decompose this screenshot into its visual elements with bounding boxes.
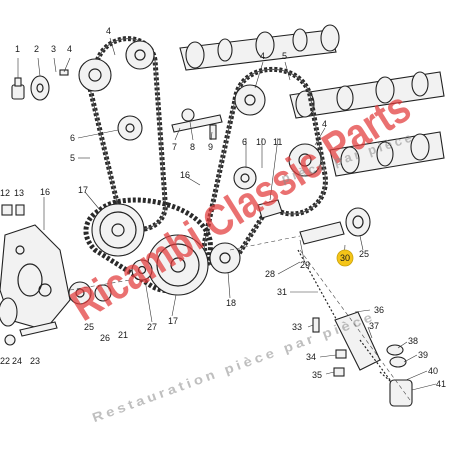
callout-37: 37 <box>369 321 379 331</box>
seal-part-22 <box>0 297 18 327</box>
ring-part-39 <box>389 356 407 368</box>
nut-part-35 <box>333 367 345 377</box>
callout-4-far-right: 4 <box>322 119 327 129</box>
washer-part-24 <box>4 334 16 346</box>
callout-34: 34 <box>306 352 316 362</box>
stud-part-23 <box>19 321 58 337</box>
lower-camshaft <box>329 131 445 177</box>
callout-7: 7 <box>172 142 177 152</box>
sprocket-upper-left-2 <box>125 40 155 70</box>
sprocket-upper-right <box>234 84 266 116</box>
callout-39: 39 <box>418 350 428 360</box>
large-gear-center <box>147 234 209 296</box>
callout-33: 33 <box>292 322 302 332</box>
cap-part-41 <box>389 379 413 407</box>
callout-6-right: 6 <box>242 137 247 147</box>
callout-8: 8 <box>190 142 195 152</box>
engine-cover-housing <box>0 224 71 331</box>
callout-17: 17 <box>78 185 88 195</box>
callout-9: 9 <box>208 142 213 152</box>
callout-3: 3 <box>51 44 56 54</box>
callout-25-right: 25 <box>359 249 369 259</box>
spring-part-40 <box>379 371 401 391</box>
callout-4-right: 4 <box>260 51 265 61</box>
callout-6: 6 <box>70 133 75 143</box>
bolt-part-13 <box>15 204 25 216</box>
sprocket-chain-guide-left <box>117 115 143 141</box>
callout-22: 22 <box>0 356 10 366</box>
watermark-tagline-bottom-text: Restauration pièce par pièce <box>90 308 377 425</box>
middle-camshaft <box>289 71 445 119</box>
callout-21: 21 <box>118 330 128 340</box>
callout-27: 27 <box>147 322 157 332</box>
bolt-part-9 <box>209 124 217 140</box>
tensioner-arm-11 <box>257 199 283 219</box>
large-gear-left <box>91 203 145 257</box>
ring-part-26 <box>94 284 112 302</box>
bolt-part-1 <box>11 77 25 100</box>
callout-38: 38 <box>408 336 418 346</box>
callout-16-center: 16 <box>180 170 190 180</box>
callout-18: 18 <box>226 298 236 308</box>
callout-12: 12 <box>0 188 10 198</box>
callout-5-right: 5 <box>282 51 287 61</box>
callout-17-lower: 17 <box>168 316 178 326</box>
callout-11: 11 <box>273 137 282 147</box>
callout-40: 40 <box>428 366 438 376</box>
assembly-axis-lines <box>69 235 411 401</box>
watermark-tagline-bottom: Restauration pièce par pièce <box>90 308 377 425</box>
callout-2: 2 <box>34 44 39 54</box>
callout-13: 13 <box>14 188 24 198</box>
callout-4: 4 <box>67 44 72 54</box>
callout-24: 24 <box>12 356 22 366</box>
callout-29: 29 <box>300 260 310 270</box>
bearing-part-25-right <box>345 207 371 237</box>
tensioner-body-36 <box>334 311 381 371</box>
callout-10: 10 <box>256 137 266 147</box>
washer-part-2 <box>30 75 50 101</box>
callout-5: 5 <box>70 153 75 163</box>
sprocket-upper-left <box>78 58 112 92</box>
lower-timing-chain <box>83 197 213 294</box>
spring-part-37 <box>359 339 391 381</box>
upper-camshaft <box>179 24 340 71</box>
sprocket-mid-right <box>233 166 257 190</box>
callout-leader-lines <box>17 37 437 391</box>
pin-part-3 <box>59 69 69 76</box>
callout-30-highlight <box>336 249 354 267</box>
callout-numbers: 1 2 3 4 4 5 6 7 8 9 10 11 5 6 4 4 12 13 … <box>0 26 446 389</box>
callout-1: 1 <box>15 44 20 54</box>
sprocket-right <box>288 143 322 177</box>
callout-36: 36 <box>374 305 384 315</box>
bolt-part-12 <box>1 204 13 216</box>
callout-4-top: 4 <box>106 26 111 36</box>
callout-31: 31 <box>277 287 287 297</box>
callout-41: 41 <box>436 379 446 389</box>
sprocket-lower-right <box>209 242 241 274</box>
callout-16: 16 <box>40 187 50 197</box>
small-gear <box>131 259 153 281</box>
callout-28: 28 <box>265 269 275 279</box>
callout-26: 26 <box>100 333 110 343</box>
callout-25-left: 25 <box>84 322 94 332</box>
bolt-part-34 <box>335 349 347 359</box>
callout-35: 35 <box>312 370 322 380</box>
tensioner-plunger-29 <box>299 221 345 245</box>
callout-30: 30 <box>340 253 350 263</box>
spindle-part-7 <box>171 108 223 133</box>
callout-23: 23 <box>30 356 40 366</box>
